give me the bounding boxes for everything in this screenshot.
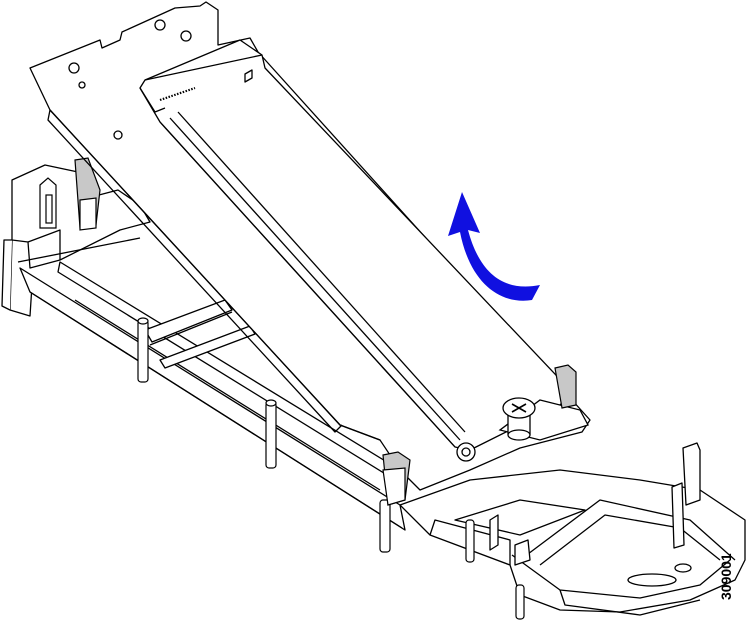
figure-id-label: 309001 (718, 553, 734, 600)
retaining-screw (498, 397, 589, 441)
curved-arrow-up-icon (448, 192, 540, 301)
rotation-arrow (448, 192, 540, 301)
phillips-screw-icon (511, 403, 527, 413)
sled-tray (1, 164, 746, 616)
m2-module (139, 39, 573, 462)
tray-pins (137, 317, 525, 620)
tray-latch-clips (382, 364, 577, 506)
tray-alignment-posts (39, 157, 101, 231)
